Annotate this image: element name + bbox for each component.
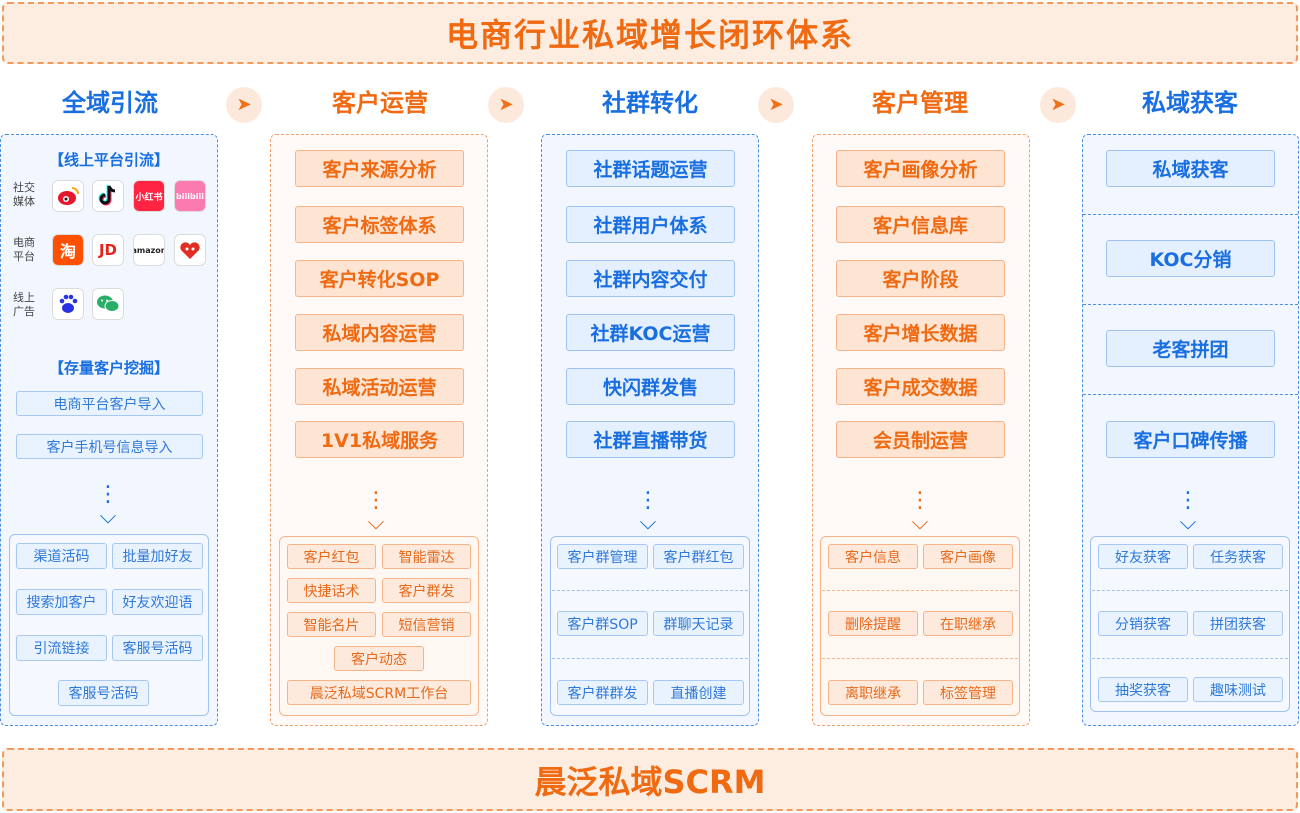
arrow-down-icon: ⋮⌵ bbox=[1177, 488, 1199, 535]
c5-tool-0: 好友获客 bbox=[1098, 544, 1188, 569]
arrow-down-icon: ⋮⌵ bbox=[637, 488, 659, 535]
c5-tool-5: 趣味测试 bbox=[1193, 677, 1283, 702]
c5-tool-2: 分销获客 bbox=[1098, 611, 1188, 636]
c3-item-1: 社群用户体系 bbox=[566, 206, 735, 243]
import-phone-box: 客户手机号信息导入 bbox=[16, 434, 203, 459]
c5-item-1: KOC分销 bbox=[1106, 240, 1275, 277]
col2-title: 客户运营 bbox=[332, 89, 428, 117]
stock-heading: 【存量客户挖掘】 bbox=[48, 359, 169, 377]
c4-item-2: 客户阶段 bbox=[836, 260, 1005, 297]
c3-item-5: 社群直播带货 bbox=[566, 421, 735, 458]
xiaohongshu-icon: 小红书 bbox=[133, 180, 165, 212]
c3-tool-2: 客户群SOP bbox=[557, 611, 648, 636]
c3-tool-5: 直播创建 bbox=[653, 680, 744, 705]
tool-traffic-link: 引流链接 bbox=[16, 635, 107, 661]
c3-item-0: 社群话题运营 bbox=[566, 150, 735, 187]
import-ecommerce-box: 电商平台客户导入 bbox=[16, 391, 203, 416]
jd-icon: JD bbox=[92, 234, 124, 266]
weibo-icon bbox=[52, 180, 84, 212]
c4-tool-5: 标签管理 bbox=[923, 680, 1013, 705]
c2-item-2: 客户转化SOP bbox=[295, 260, 464, 297]
c2-item-4: 私域活动运营 bbox=[295, 368, 464, 405]
tool-search-add-customer: 搜索加客户 bbox=[16, 589, 107, 615]
divider bbox=[1092, 658, 1288, 659]
divider bbox=[822, 658, 1018, 659]
c2-tool-2: 快捷话术 bbox=[287, 578, 376, 603]
platform-label-ads: 线上广告 bbox=[13, 291, 35, 318]
c3-tool-1: 客户群红包 bbox=[653, 544, 744, 569]
tool-channel-qrcode: 渠道活码 bbox=[16, 543, 107, 569]
tool-service-qrcode-2: 客服号活码 bbox=[58, 680, 149, 706]
c2-tool-0: 客户红包 bbox=[287, 544, 376, 569]
col1-title: 全域引流 bbox=[62, 89, 158, 117]
c3-item-3: 社群KOC运营 bbox=[566, 314, 735, 351]
c2-tool-4: 智能名片 bbox=[287, 612, 376, 637]
online-heading: 【线上平台引流】 bbox=[48, 151, 169, 169]
tool-service-qrcode: 客服号活码 bbox=[112, 635, 203, 661]
c2-tool-3: 客户群发 bbox=[382, 578, 471, 603]
c4-tool-1: 客户画像 bbox=[923, 544, 1013, 569]
footer-banner: 晨泛私域SCRM bbox=[2, 748, 1298, 811]
c5-item-3: 客户口碑传播 bbox=[1106, 421, 1275, 458]
c4-item-4: 客户成交数据 bbox=[836, 368, 1005, 405]
col3-title: 社群转化 bbox=[602, 89, 698, 117]
arrow-right-icon: ➤ bbox=[226, 87, 262, 123]
c2-tool-7: 晨泛私域SCRM工作台 bbox=[287, 680, 471, 705]
arrow-down-icon: ⋮⌵ bbox=[365, 488, 387, 535]
c4-tool-0: 客户信息 bbox=[828, 544, 918, 569]
tool-welcome-message: 好友欢迎语 bbox=[112, 589, 203, 615]
c2-tool-6: 客户动态 bbox=[334, 646, 424, 671]
c5-tool-4: 抽奖获客 bbox=[1098, 677, 1188, 702]
pinduoduo-icon bbox=[174, 234, 206, 266]
c2-item-5: 1V1私域服务 bbox=[295, 421, 464, 458]
taobao-icon: 淘 bbox=[52, 234, 84, 266]
arrow-right-icon: ➤ bbox=[1040, 87, 1076, 123]
c3-item-2: 社群内容交付 bbox=[566, 260, 735, 297]
c2-item-0: 客户来源分析 bbox=[295, 150, 464, 187]
divider bbox=[822, 590, 1018, 591]
c3-tool-4: 客户群群发 bbox=[557, 680, 648, 705]
arrow-right-icon: ➤ bbox=[488, 87, 524, 123]
amazon-icon: amazon bbox=[133, 234, 165, 266]
c2-tool-1: 智能雷达 bbox=[382, 544, 471, 569]
c5-item-0: 私域获客 bbox=[1106, 150, 1275, 187]
platform-label-ecommerce: 电商平台 bbox=[13, 236, 35, 263]
footer-title: 晨泛私域SCRM bbox=[534, 762, 766, 801]
tool-batch-add-friends: 批量加好友 bbox=[112, 543, 203, 569]
c2-item-1: 客户标签体系 bbox=[295, 206, 464, 243]
arrow-right-icon: ➤ bbox=[758, 87, 794, 123]
header-banner: 电商行业私域增长闭环体系 bbox=[2, 2, 1298, 64]
c4-tool-4: 离职继承 bbox=[828, 680, 918, 705]
divider bbox=[1083, 214, 1298, 215]
baidu-icon bbox=[52, 288, 84, 320]
divider bbox=[1083, 304, 1298, 305]
c5-tool-1: 任务获客 bbox=[1193, 544, 1283, 569]
c4-tool-3: 在职继承 bbox=[923, 611, 1013, 636]
c2-tool-5: 短信营销 bbox=[382, 612, 471, 637]
c4-item-1: 客户信息库 bbox=[836, 206, 1005, 243]
douyin-icon bbox=[92, 180, 124, 212]
c4-item-5: 会员制运营 bbox=[836, 421, 1005, 458]
page-title: 电商行业私域增长闭环体系 bbox=[445, 16, 854, 54]
bilibili-icon: bilibili bbox=[174, 180, 206, 212]
divider bbox=[552, 590, 748, 591]
divider bbox=[552, 658, 748, 659]
c4-item-3: 客户增长数据 bbox=[836, 314, 1005, 351]
arrow-down-icon: ⋮⌵ bbox=[97, 482, 119, 529]
divider bbox=[1092, 590, 1288, 591]
col4-title: 客户管理 bbox=[872, 89, 968, 117]
c5-tool-3: 拼团获客 bbox=[1193, 611, 1283, 636]
c4-tool-2: 删除提醒 bbox=[828, 611, 918, 636]
wechat-icon bbox=[92, 288, 124, 320]
c3-tool-3: 群聊天记录 bbox=[653, 611, 744, 636]
c3-item-4: 快闪群发售 bbox=[566, 368, 735, 405]
arrow-down-icon: ⋮⌵ bbox=[909, 488, 931, 535]
c5-item-2: 老客拼团 bbox=[1106, 330, 1275, 367]
col5-title: 私域获客 bbox=[1142, 89, 1238, 117]
platform-label-social: 社交媒体 bbox=[13, 181, 35, 208]
c3-tool-0: 客户群管理 bbox=[557, 544, 648, 569]
c2-item-3: 私域内容运营 bbox=[295, 314, 464, 351]
divider bbox=[1083, 394, 1298, 395]
c4-item-0: 客户画像分析 bbox=[836, 150, 1005, 187]
